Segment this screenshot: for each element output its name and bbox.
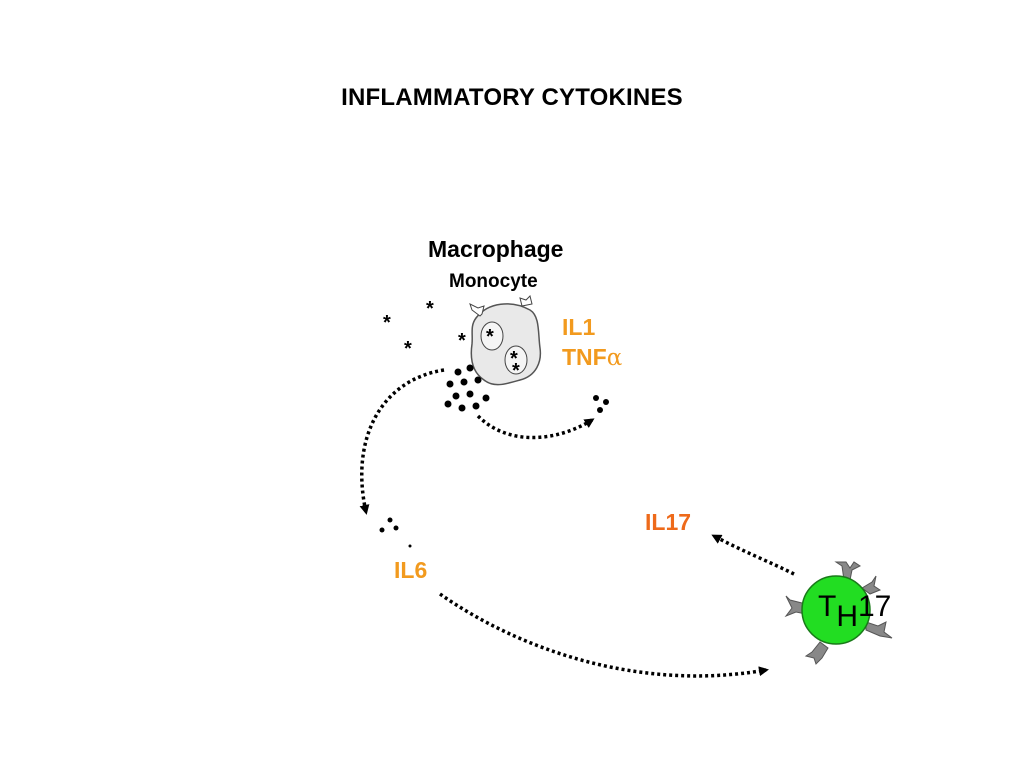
star-icon: * <box>512 360 520 382</box>
t-cell-icon <box>784 561 893 665</box>
il17-label: IL17 <box>645 509 692 535</box>
star-icon: * <box>404 338 412 360</box>
il6-label: IL6 <box>394 557 428 583</box>
star-icon: * <box>383 312 391 334</box>
th17-label: TH17 <box>818 590 892 633</box>
star-icon: * <box>510 348 518 370</box>
arrow-il6-to-th17 <box>438 592 769 678</box>
star-icon: * <box>458 330 466 352</box>
il1-label: IL1 <box>562 314 596 340</box>
macrophage-label: Macrophage <box>428 236 564 262</box>
dotted-arrows <box>359 368 795 678</box>
th17-number: 17 <box>858 590 892 623</box>
arrow-macrophage-to-il1 <box>476 414 595 440</box>
arrow-th17-to-il17 <box>711 534 795 576</box>
monocyte-label: Monocyte <box>449 271 538 292</box>
cytokine-granules <box>379 364 609 548</box>
macrophage-cell-icon <box>469 295 542 386</box>
alpha-symbol: α <box>606 345 623 371</box>
tnf-alpha-label: TNFα <box>562 344 622 371</box>
arrow-macrophage-to-il6 <box>359 368 445 515</box>
th17-subscript: H <box>836 600 858 633</box>
star-icon: * <box>426 298 434 320</box>
th17-t: T <box>818 590 837 623</box>
slide-title: INFLAMMATORY CYTOKINES <box>341 84 683 111</box>
tnf-prefix: TNF <box>562 344 607 370</box>
star-icon: * <box>486 326 494 348</box>
